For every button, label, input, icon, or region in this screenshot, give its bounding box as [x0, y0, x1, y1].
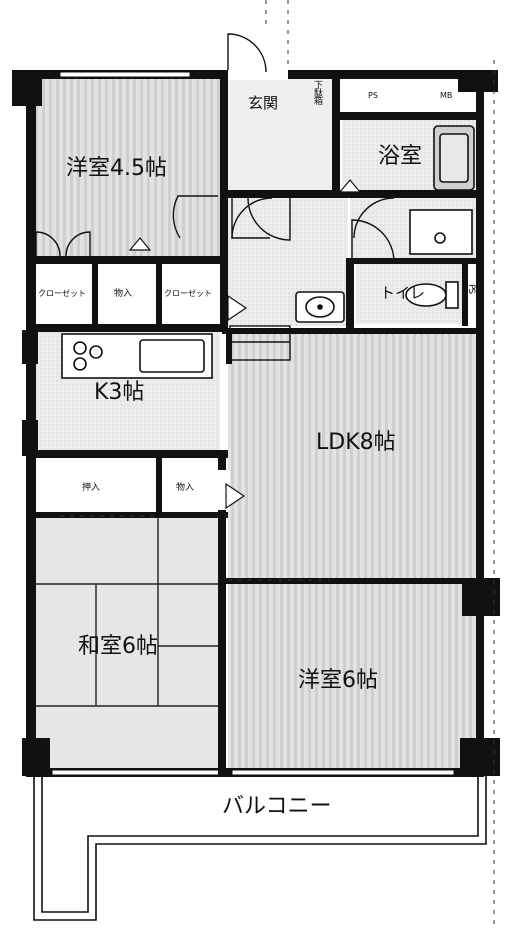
washing-machine [409, 209, 473, 255]
ps-top-label: PS [368, 91, 378, 100]
mb-label: MB [440, 91, 453, 100]
entrance-floor [228, 78, 332, 194]
japanese-room-floor [36, 518, 220, 770]
closet-2-label: クローゼット [164, 289, 212, 298]
toilet-label: トイレ [380, 284, 426, 302]
ldk-label: LDK8帖 [316, 430, 396, 455]
entrance-label: 玄関 [248, 94, 279, 112]
guide-lines [60, 0, 495, 930]
kitchen-counter [61, 333, 213, 379]
western-room-1-floor [36, 78, 220, 260]
western-room-1-label: 洋室4.5帖 [66, 156, 167, 181]
ldk-floor [228, 332, 476, 580]
bathtub [433, 125, 475, 191]
hall-steps [229, 325, 291, 361]
closet-1-label: クローゼット [38, 289, 86, 298]
western-room-2-label: 洋室6帖 [298, 668, 378, 693]
ps-side-label: PS [466, 284, 476, 294]
shoe-box-label: 下駄箱 [312, 80, 322, 104]
door-swings [35, 33, 395, 263]
toilet-bowl [405, 281, 459, 309]
japanese-room-label: 和室6帖 [78, 634, 158, 659]
door-arrows [128, 179, 362, 510]
storage-row-floor [36, 458, 220, 514]
door-gaps [218, 64, 288, 510]
window-gaps [51, 71, 455, 776]
kitchen-label: K3帖 [94, 380, 145, 405]
storage-2-label: 物入 [176, 483, 195, 493]
closet-row-floor [36, 262, 220, 324]
balcony-outline [33, 776, 487, 921]
western-room-2-floor [228, 584, 476, 770]
storage-1-label: 物入 [114, 289, 133, 299]
tatami-lines [36, 518, 220, 707]
oshiire-label: 押入 [82, 483, 101, 493]
balcony-label: バルコニー [222, 794, 332, 819]
interior-walls [26, 70, 480, 776]
bathroom-label: 浴室 [378, 144, 423, 169]
wash-basin [295, 291, 345, 323]
